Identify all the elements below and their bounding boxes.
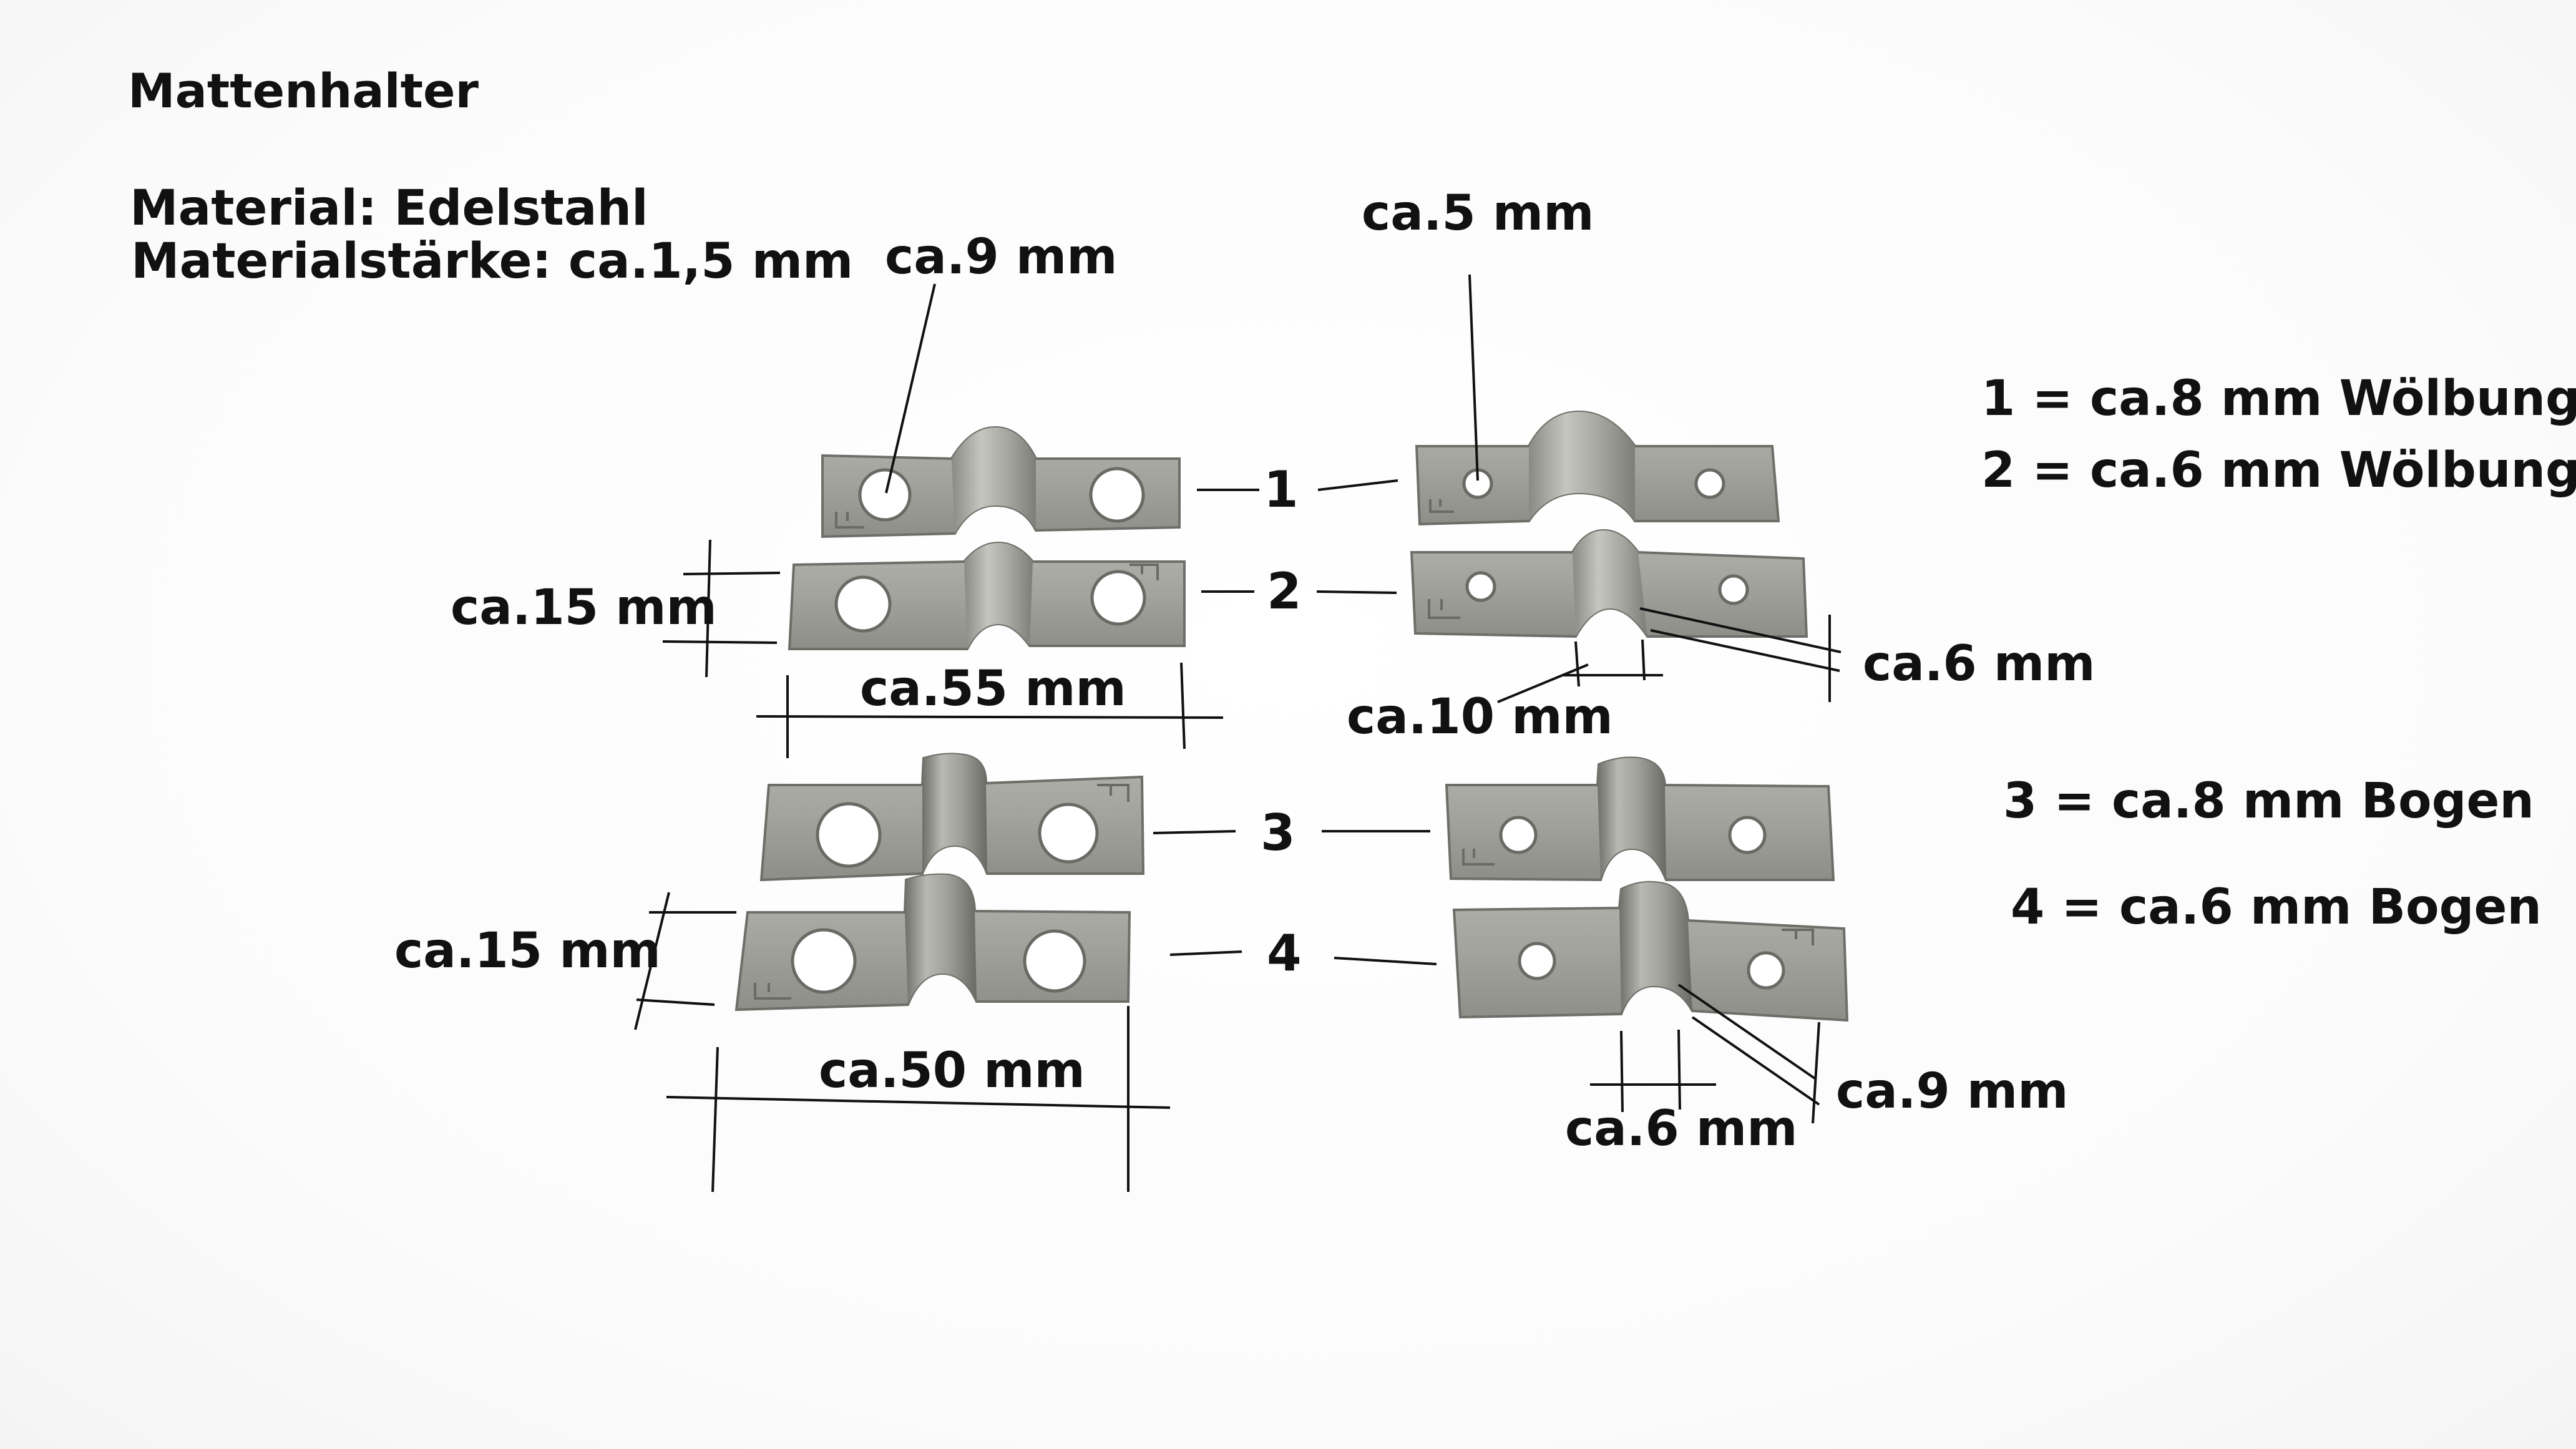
bracket-hole [1038, 803, 1099, 864]
bracket-hole [816, 802, 882, 868]
dim-height-bottom: ca.15 mm [394, 923, 661, 979]
bracket-hole [1499, 816, 1538, 854]
legend-item-1: 1 = ca.8 mm Wölbung [1981, 371, 2576, 427]
dim-bulge-width: ca.10 mm [1347, 689, 1613, 745]
bracket-hole [1518, 942, 1556, 980]
bracket-4-right [1452, 881, 1849, 1022]
bracket-hole [1465, 571, 1496, 602]
number-1: 1 [1264, 461, 1299, 519]
page-title: Mattenhalter [128, 63, 479, 119]
bracket-hole [791, 928, 857, 994]
dim-hole-right: ca.5 mm [1362, 185, 1594, 242]
bracket-3-left [759, 753, 1145, 882]
bracket-hole [1089, 467, 1145, 523]
bracket-hole [1718, 574, 1749, 605]
dim-width-bottom: ca.50 mm [819, 1043, 1085, 1099]
legend-item-4: 4 = ca.6 mm Bogen [2011, 879, 2542, 935]
bracket-1-left [821, 426, 1181, 539]
bracket-1-right [1415, 410, 1780, 526]
bracket-hole [858, 468, 912, 522]
bracket-hole [1728, 816, 1767, 854]
legend-item-2: 2 = ca.6 mm Wölbung [1981, 442, 2576, 499]
thickness-label: Materialstärke: ca.1,5 mm [131, 233, 853, 290]
bracket-3-right [1445, 756, 1835, 882]
bracket-2-right [1410, 529, 1808, 638]
bracket-4-left [734, 873, 1131, 1012]
bracket-hole [1023, 929, 1086, 993]
bracket-2-left [788, 541, 1186, 650]
number-4: 4 [1267, 924, 1302, 982]
bracket-hole [834, 575, 892, 633]
dim-bulge-depth: ca.6 mm [1863, 636, 2095, 692]
legend-item-3: 3 = ca.8 mm Bogen [2003, 773, 2534, 829]
dim-width-top: ca.55 mm [860, 661, 1126, 717]
number-2: 2 [1267, 562, 1302, 620]
number-3: 3 [1261, 804, 1295, 862]
dim-bow-depth: ca.9 mm [1836, 1063, 2068, 1120]
material-label: Material: Edelstahl [130, 180, 648, 237]
bracket-hole [1090, 570, 1146, 626]
dimension-lines [634, 274, 1842, 1193]
dim-hole-left: ca.9 mm [885, 229, 1117, 285]
dim-bow-width: ca.6 mm [1565, 1101, 1797, 1157]
bracket-hole [1747, 951, 1785, 990]
bracket-hole [1694, 468, 1725, 499]
dim-height-top: ca.15 mm [451, 580, 717, 636]
